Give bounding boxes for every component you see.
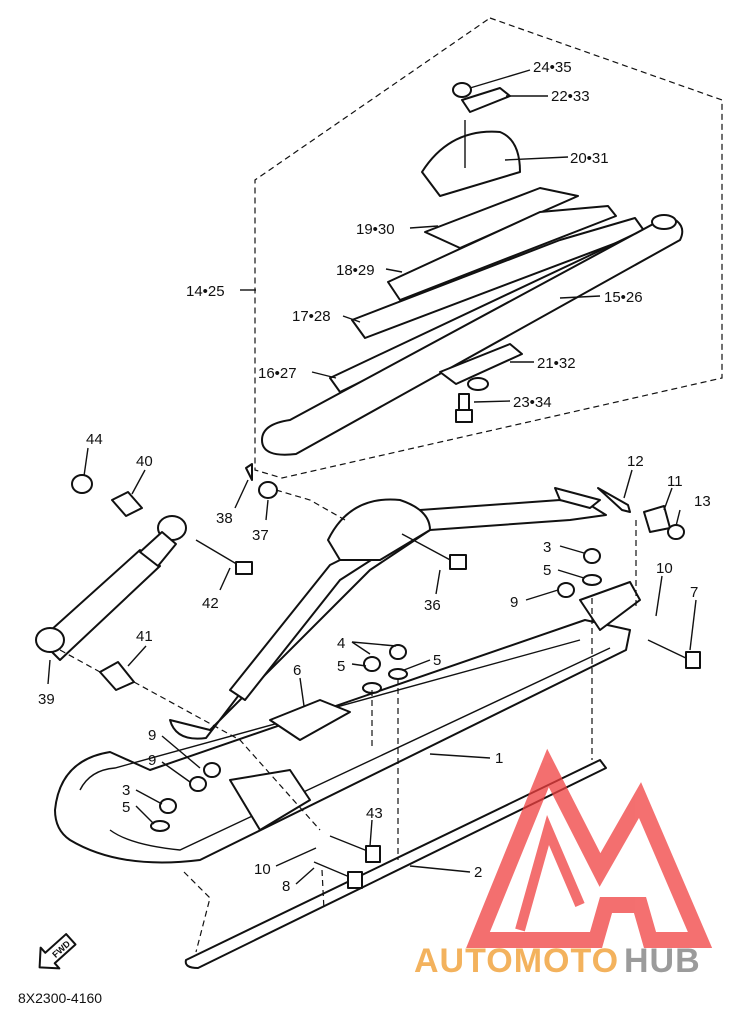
callout-2: 2 — [474, 864, 482, 881]
bolt-23 — [455, 393, 473, 423]
callout-42: 42 — [202, 595, 219, 612]
ski-bracket-6 — [269, 699, 351, 741]
callout-14-25: 14•25 — [186, 283, 225, 300]
callout-22-33: 22•33 — [551, 88, 590, 105]
leaf-17 — [351, 217, 646, 339]
nuts-3-5-9-right — [557, 548, 602, 598]
ski-spring-seat — [327, 498, 431, 561]
callout-20-31: 20•31 — [570, 150, 609, 167]
callout-15-26: 15•26 — [604, 289, 643, 306]
callout-9-left-bottom: 9 — [148, 752, 156, 769]
callout-19-30: 19•30 — [356, 221, 395, 238]
callout-37: 37 — [252, 527, 269, 544]
fwd-arrow-icon: FWD — [38, 933, 77, 970]
nut-37 — [258, 481, 278, 499]
leaf-18 — [387, 205, 617, 301]
bolt-42 — [195, 539, 253, 575]
spring-plate-21 — [439, 343, 523, 391]
nut-13 — [667, 524, 685, 540]
callout-41: 41 — [136, 628, 153, 645]
callout-6: 6 — [293, 662, 301, 679]
callout-4: 4 — [337, 635, 345, 652]
spring-seat-20 — [421, 130, 521, 197]
callout-11: 11 — [667, 473, 683, 490]
watermark-auto: AUTOMOTO — [414, 942, 619, 980]
callout-24-35: 24•35 — [533, 59, 572, 76]
callout-21-32: 21•32 — [537, 355, 576, 372]
watermark-text: AUTOMOTO HUB — [414, 942, 701, 980]
callout-43: 43 — [366, 805, 383, 822]
ski-body — [54, 619, 631, 864]
callout-13: 13 — [694, 493, 711, 510]
assembly-dashed-paths — [59, 489, 637, 953]
collar-41 — [99, 661, 135, 691]
bolt-43 — [329, 835, 381, 863]
leader-lines-top — [240, 69, 601, 403]
callout-9-right: 9 — [510, 594, 518, 611]
callout-40: 40 — [136, 453, 153, 470]
watermark-hub: HUB — [624, 942, 701, 980]
nuts-4-5-center — [362, 644, 408, 694]
callout-44: 44 — [86, 431, 103, 448]
bolt-7 — [647, 639, 701, 669]
bolt-36 — [401, 533, 467, 570]
spring-clamp-bolt-24 — [452, 82, 472, 98]
callout-23-34: 23•34 — [513, 394, 552, 411]
callout-3-right: 3 — [543, 539, 551, 556]
callout-5-center-left: 5 — [337, 658, 345, 675]
rear-bracket — [579, 581, 641, 631]
shock-absorber — [35, 515, 187, 661]
callout-38: 38 — [216, 510, 233, 527]
callout-3-left: 3 — [122, 782, 130, 799]
washer-11 — [643, 505, 671, 533]
diagram-code: 8X2300-4160 — [18, 990, 102, 1006]
automotohub-logo-icon — [466, 748, 713, 948]
callout-10-right: 10 — [656, 560, 673, 577]
nut-44 — [71, 474, 93, 494]
leader-lines-main — [47, 447, 697, 885]
callout-9-left-top: 9 — [148, 727, 156, 744]
collar-40 — [111, 491, 143, 517]
callout-39: 39 — [38, 691, 55, 708]
callout-16-27: 16•27 — [258, 365, 297, 382]
leaf-spring-group-outline — [254, 17, 723, 479]
callout-labels: 24•35 22•33 20•31 19•30 18•29 14•25 17•2… — [38, 59, 711, 895]
leaf-15 — [261, 214, 684, 456]
callout-18-29: 18•29 — [336, 262, 375, 279]
bolt-8 — [313, 861, 363, 889]
callout-5-center-right: 5 — [433, 652, 441, 669]
callout-5-left: 5 — [122, 799, 130, 816]
callout-8: 8 — [282, 878, 290, 895]
pin-38 — [245, 463, 253, 481]
callout-7: 7 — [690, 584, 698, 601]
nuts-9-3-5-left — [150, 762, 221, 832]
callout-5-right: 5 — [543, 562, 551, 579]
callout-10-left: 10 — [254, 861, 271, 878]
callout-17-28: 17•28 — [292, 308, 331, 325]
callout-12: 12 — [627, 453, 644, 470]
callout-36: 36 — [424, 597, 441, 614]
callout-1: 1 — [495, 750, 503, 767]
pin-12 — [597, 487, 631, 513]
leaf-19 — [424, 187, 579, 249]
